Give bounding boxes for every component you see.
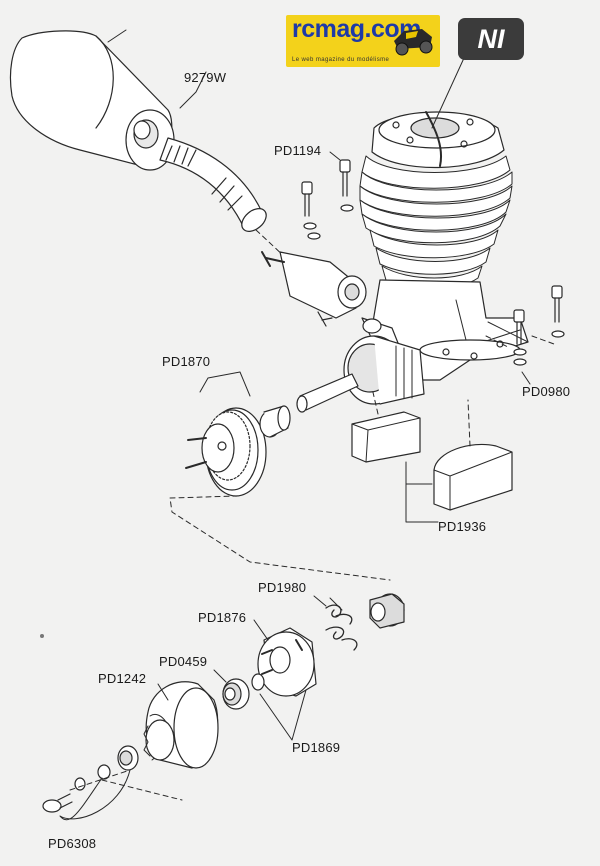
logo-tagline: Le web magazine du modélisme — [292, 57, 390, 63]
flywheel — [185, 407, 267, 497]
label-pd1242: PD1242 — [98, 671, 147, 686]
rc-car-icon — [394, 29, 433, 56]
label-pd1194: PD1194 — [274, 143, 322, 158]
dashed-guide-carb — [255, 229, 287, 259]
screws-pd1194 — [301, 159, 354, 240]
label-pd1869: PD1869 — [292, 740, 341, 755]
front-housing — [296, 335, 425, 413]
label-pd1936: PD1936 — [438, 519, 487, 534]
clutch-bell — [143, 681, 219, 769]
leader-pd1876 — [253, 619, 269, 641]
screws-pd0980 — [513, 285, 565, 366]
leader-pd0459 — [213, 669, 227, 683]
pilot-bearing — [74, 745, 139, 791]
leader-pd1980 — [313, 595, 343, 611]
engine-fins — [359, 155, 513, 290]
label-pd1870: PD1870 — [162, 354, 211, 369]
clutch-nut — [369, 593, 405, 629]
leader-badge — [431, 57, 465, 129]
leader-pd1869 — [259, 689, 307, 741]
leader-pd1936 — [405, 461, 439, 523]
dashed-guide-mounts — [371, 387, 471, 447]
engine-head — [371, 111, 505, 169]
rcmag-logo: rcmag.com Le web magazine du modélisme — [286, 15, 440, 67]
leader-pd0980 — [521, 371, 531, 385]
dashed-guide-mount — [485, 335, 555, 349]
label-pd0980: PD0980 — [522, 384, 571, 399]
collet-cone — [259, 405, 291, 438]
dashed-guide-bell — [69, 769, 183, 801]
air-filter — [9, 30, 175, 171]
carburetor — [261, 251, 401, 349]
leader-pd1242 — [157, 683, 169, 701]
label-9279w: 9279W — [184, 70, 227, 85]
ni-badge: NI — [458, 18, 524, 60]
leader-9279w — [107, 29, 207, 109]
dashed-guide-clutch — [169, 495, 391, 581]
washer-and-bearing — [222, 673, 265, 710]
air-hose — [159, 137, 267, 232]
leader-pd1870 — [199, 371, 251, 397]
label-pd6308: PD6308 — [48, 836, 97, 851]
clutch-springs — [325, 604, 358, 651]
engine-mounts — [351, 411, 513, 511]
clutch-shoes — [257, 627, 317, 697]
leader-pd6308 — [59, 769, 131, 821]
leader-pd1194 — [329, 151, 341, 161]
label-pd0459: PD0459 — [159, 654, 208, 669]
label-pd1876: PD1876 — [198, 610, 247, 625]
clutch-bell-screw — [42, 793, 73, 813]
label-pd1980: PD1980 — [258, 580, 307, 595]
